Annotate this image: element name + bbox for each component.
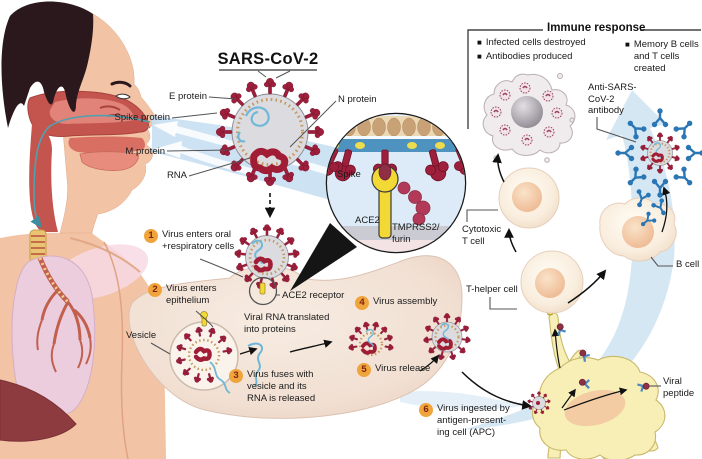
b-cell — [599, 197, 677, 262]
immune-response-bracket — [467, 29, 701, 129]
spike-tip — [378, 163, 392, 181]
translation-arrow — [289, 339, 333, 353]
antibody-virus-complex — [615, 108, 702, 198]
step-6: 6 Virus ingested by antigen-present- ing… — [419, 403, 510, 439]
t-helper-cell — [520, 250, 584, 314]
tmprss2-protein — [397, 181, 431, 226]
immune-response-title: Immune response — [547, 22, 646, 34]
eye — [115, 93, 131, 100]
inset-label-ace2: ACE2 — [355, 215, 380, 226]
cytotoxic-t-cell — [498, 167, 560, 229]
leader-lines — [150, 117, 673, 387]
apc-nucleus — [564, 389, 626, 427]
step-2-badge: 2 — [148, 283, 162, 297]
label-viral-rna: Viral RNA translated into proteins — [244, 312, 330, 335]
label-cytotoxic-t-cell: Cytotoxic T cell — [462, 224, 502, 247]
immune-bullet-2: ■ Antibodies produced — [477, 51, 573, 62]
label-t-helper-cell: T-helper cell — [466, 284, 518, 295]
diaphragm — [0, 379, 77, 442]
immune-bullet-1: ■ Infected cells destroyed — [477, 37, 586, 48]
step-6-badge: 6 — [419, 403, 433, 417]
step-1-badge: 1 — [144, 229, 158, 243]
apoptotic-cell — [482, 73, 576, 163]
viral-rna-free — [239, 339, 333, 387]
label-anti-sars-antibody: Anti-SARS- CoV-2 antibody — [588, 82, 637, 117]
apoptotic-nucleus — [511, 96, 543, 128]
apc-cell — [527, 299, 666, 459]
hair — [1, 1, 94, 128]
cell-arrows — [461, 153, 671, 410]
bullet-square-icon: ■ — [477, 52, 482, 61]
n-protein-squiggle — [250, 147, 289, 174]
label-m-protein: M protein — [125, 146, 165, 157]
label-rna: RNA — [166, 170, 187, 181]
label-viral-peptide: Viral peptide — [663, 376, 695, 399]
attaching-virus — [234, 224, 300, 306]
step-3-badge: 3 — [229, 369, 243, 383]
mouth-cavity — [68, 136, 145, 154]
step-5: 5 Virus release — [357, 363, 430, 377]
ingested-virus — [527, 391, 551, 415]
label-ace2-receptor: ACE2 receptor — [282, 290, 345, 301]
tongue — [79, 151, 139, 171]
airflow-line — [30, 114, 151, 228]
released-virus — [419, 313, 472, 372]
assembling-virus — [347, 321, 395, 357]
step-4: 4 Virus assembly — [355, 296, 437, 310]
bullet-square-icon: ■ — [625, 40, 630, 49]
immune-bullet-3: ■ Memory B cells and T cells created — [625, 39, 699, 74]
rna-squiggle — [237, 106, 270, 143]
eyebrow — [110, 80, 132, 88]
step-1: 1 Virus enters oral +respiratory cells — [144, 229, 234, 253]
human-figure — [0, 1, 166, 459]
step-4-badge: 4 — [355, 296, 369, 310]
diagram-title: SARS-CoV-2 — [217, 50, 319, 68]
ace2-contact-circle — [248, 276, 278, 306]
bullet-square-icon: ■ — [477, 38, 482, 47]
step-2: 2 Virus enters epithelium — [148, 283, 217, 307]
magnifier-wedge — [290, 223, 357, 291]
virus-diagram — [166, 69, 337, 187]
label-b-cell: B cell — [676, 259, 700, 270]
label-vesicle: Vesicle — [126, 330, 157, 341]
step-5-badge: 5 — [357, 363, 371, 377]
inset-label-tmprss2: TMPRSS2/ furin — [392, 222, 440, 245]
ace2-stem — [378, 185, 392, 239]
arm-contour — [103, 241, 129, 459]
apc-arrows — [551, 328, 628, 411]
inset-label-spike: Spike — [337, 169, 361, 180]
label-leaders — [166, 69, 337, 177]
label-spike-protein: Spike protein — [114, 112, 170, 123]
label-e-protein: E protein — [168, 91, 207, 102]
step-3: 3 Virus fuses with vesicle and its RNA i… — [229, 369, 315, 405]
pharynx — [29, 124, 58, 232]
label-n-protein: N protein — [338, 94, 377, 105]
